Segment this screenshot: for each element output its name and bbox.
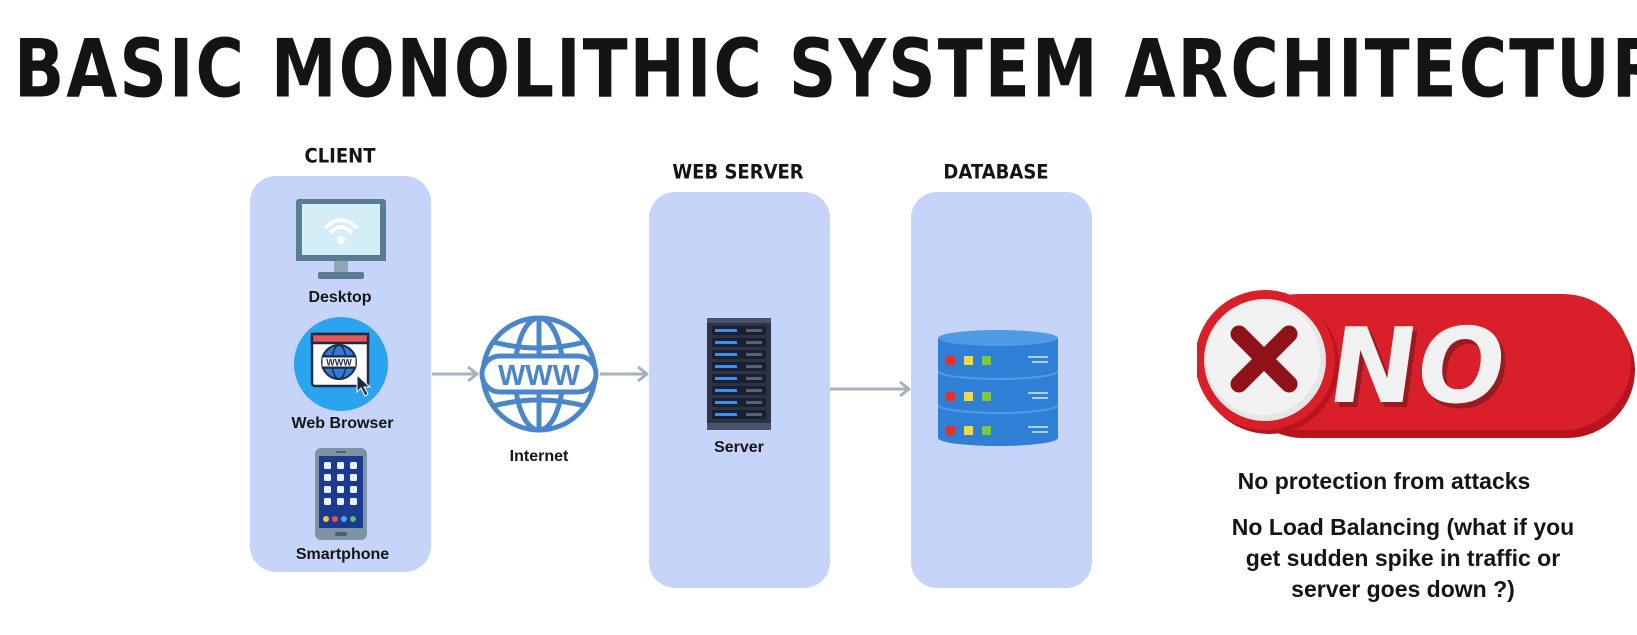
page-title: BASIC MONOLITHIC SYSTEM ARCHITECTURE bbox=[14, 22, 1637, 116]
arrow-client-to-internet bbox=[432, 365, 479, 383]
desktop-icon bbox=[296, 199, 386, 279]
desktop-label: Desktop bbox=[308, 289, 372, 306]
database-heading: DATABASE bbox=[943, 160, 1049, 185]
web-browser-label: Web Browser bbox=[291, 415, 394, 432]
no-badge-shadow: NO bbox=[1326, 310, 1518, 431]
smartphone-label: Smartphone bbox=[295, 546, 390, 563]
arrow-server-to-database bbox=[830, 380, 911, 398]
browser-www-text: WWW bbox=[326, 358, 352, 368]
no-badge: NO NO bbox=[1197, 290, 1635, 438]
server-label: Server bbox=[714, 439, 764, 456]
arrow-internet-to-server bbox=[600, 365, 649, 383]
no-badge-text: NO bbox=[1321, 305, 1513, 426]
database-icon bbox=[938, 330, 1058, 446]
internet-label: Internet bbox=[509, 448, 569, 465]
web-browser-icon: WWW bbox=[294, 317, 388, 411]
note-no-load-balancing: No Load Balancing (what if you get sudde… bbox=[1231, 514, 1575, 602]
client-heading: CLIENT bbox=[304, 144, 376, 169]
internet-globe-icon: WWW bbox=[479, 315, 599, 433]
smartphone-icon bbox=[315, 448, 367, 540]
x-mark-icon bbox=[1230, 325, 1298, 393]
web-server-heading: WEB SERVER bbox=[672, 160, 804, 185]
internet-www-text: WWW bbox=[498, 360, 581, 392]
note-no-protection: No protection from attacks bbox=[1237, 468, 1531, 494]
server-icon bbox=[707, 318, 771, 430]
